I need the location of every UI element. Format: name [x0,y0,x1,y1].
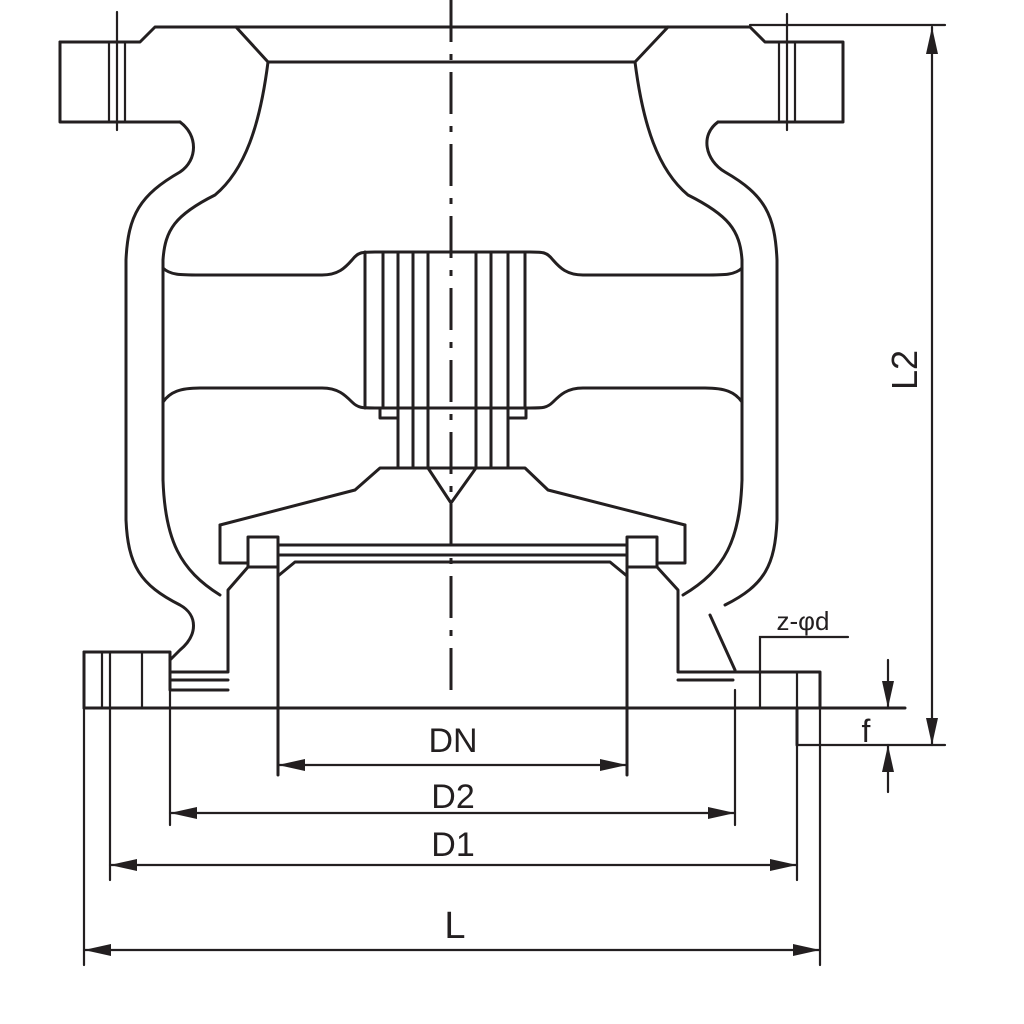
d2-label: D2 [431,778,474,816]
holes-label: z-φd [777,606,830,636]
f-label: f [862,713,871,749]
l-label: L [444,905,465,947]
dn-label: DN [428,722,477,760]
dimension-lines [82,25,938,967]
valve-seat [168,565,735,777]
disc-stem [363,250,528,505]
l2-label: L2 [884,350,925,390]
bottom-flange [82,650,947,747]
d1-label: D1 [431,826,474,864]
valve-body [124,25,779,672]
top-flange [58,10,947,132]
